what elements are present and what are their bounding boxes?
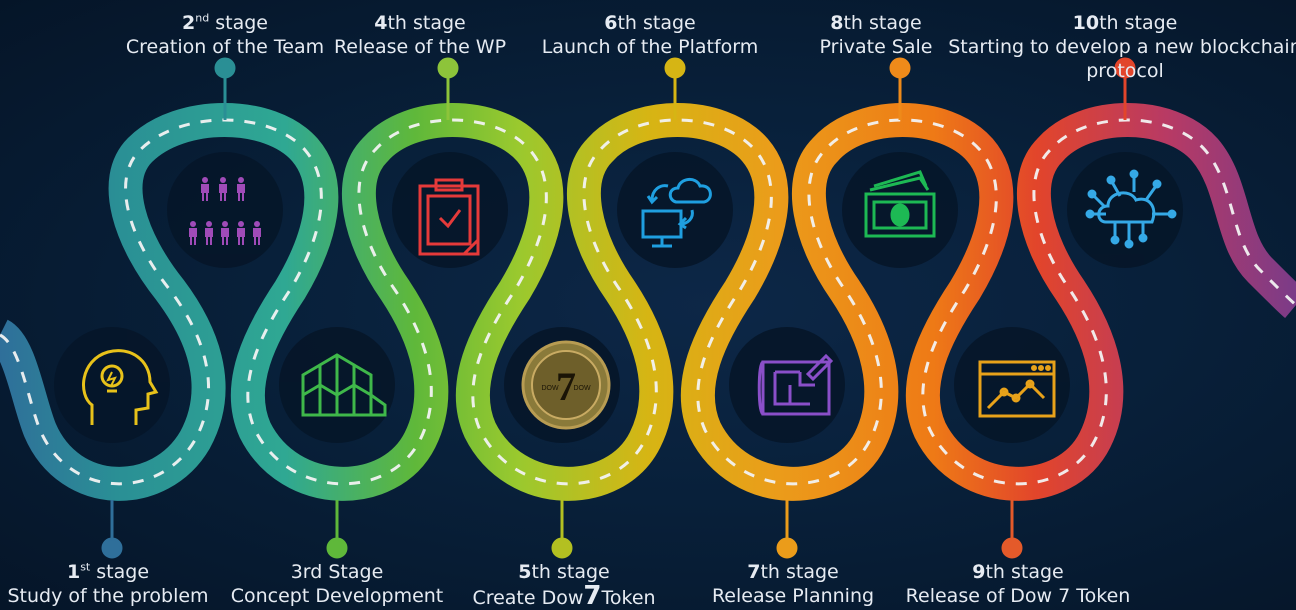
stage-pins: [101, 57, 1136, 559]
stage-7-label: 7th stage Release Planning: [712, 560, 874, 608]
dow7-coin-icon: 7 DOW DOW: [521, 340, 611, 430]
stage-5-title: Create Dow7Token: [472, 581, 656, 610]
stage-9-number: 9th stage: [972, 561, 1064, 583]
stage-10-label: 10th stage Starting to develop a new blo…: [948, 11, 1296, 83]
stage-5-label: 5th stage Create Dow7Token: [472, 560, 655, 610]
stage-2-title: Creation of the Team: [125, 36, 325, 58]
stage-2-label: 2nd stage Creation of the Team: [126, 11, 324, 59]
cubes-structure-icon: [301, 353, 387, 417]
stage-8-number: 8th stage: [830, 12, 922, 34]
stage-10-title-line1: Starting to develop a new blockchain: [948, 36, 1296, 58]
stage-4-number: 4th stage: [374, 12, 466, 34]
stage-3-label: 3rd Stage Concept Development: [231, 560, 444, 608]
stage-4-label: 4th stage Release of the WP: [334, 11, 506, 59]
head-lightbulb-icon: [82, 349, 159, 425]
stage-1-label: 1st stage Study of the problem: [7, 560, 208, 608]
blueprint-plan-icon: [757, 353, 834, 416]
stage-6-label: 6th stage Launch of the Platform: [542, 11, 759, 59]
team-people-icon: [189, 177, 261, 245]
money-bills-icon: [864, 170, 936, 238]
stage-1-title: Study of the problem: [7, 585, 209, 607]
stage-6-title: Launch of the Platform: [541, 36, 759, 58]
svg-text:DOW: DOW: [573, 385, 591, 392]
cloud-network-icon: [1085, 169, 1177, 249]
stage-6-number: 6th stage: [604, 12, 696, 34]
stage-7-number: 7th stage: [747, 561, 839, 583]
stage-8-label: 8th stage Private Sale: [820, 11, 933, 59]
stage-10-title-line2: protocol: [1086, 60, 1164, 82]
clipboard-check-icon: [418, 178, 480, 256]
analytics-chart-window-icon: [978, 360, 1056, 418]
stage-2-number: 2nd stage: [181, 11, 268, 34]
stage-4-title: Release of the WP: [333, 36, 507, 58]
stage-8-title: Private Sale: [819, 36, 933, 58]
stage-10-number: 10th stage: [1072, 12, 1178, 34]
stage-3-number: 3rd Stage: [290, 561, 384, 583]
stage-5-number: 5th stage: [518, 561, 610, 583]
stage-3-title: Concept Development: [230, 585, 444, 607]
cloud-sync-monitor-icon: [641, 178, 712, 248]
stage-7-title: Release Planning: [711, 585, 875, 607]
svg-text:7: 7: [556, 364, 576, 409]
stage-1-number: 1st stage: [66, 560, 150, 583]
road-loops: [0, 103, 1296, 501]
stage-9-label: 9th stage Release of Dow 7 Token: [906, 560, 1131, 608]
stage-9-title: Release of Dow 7 Token: [905, 585, 1131, 607]
svg-text:DOW: DOW: [541, 385, 559, 392]
